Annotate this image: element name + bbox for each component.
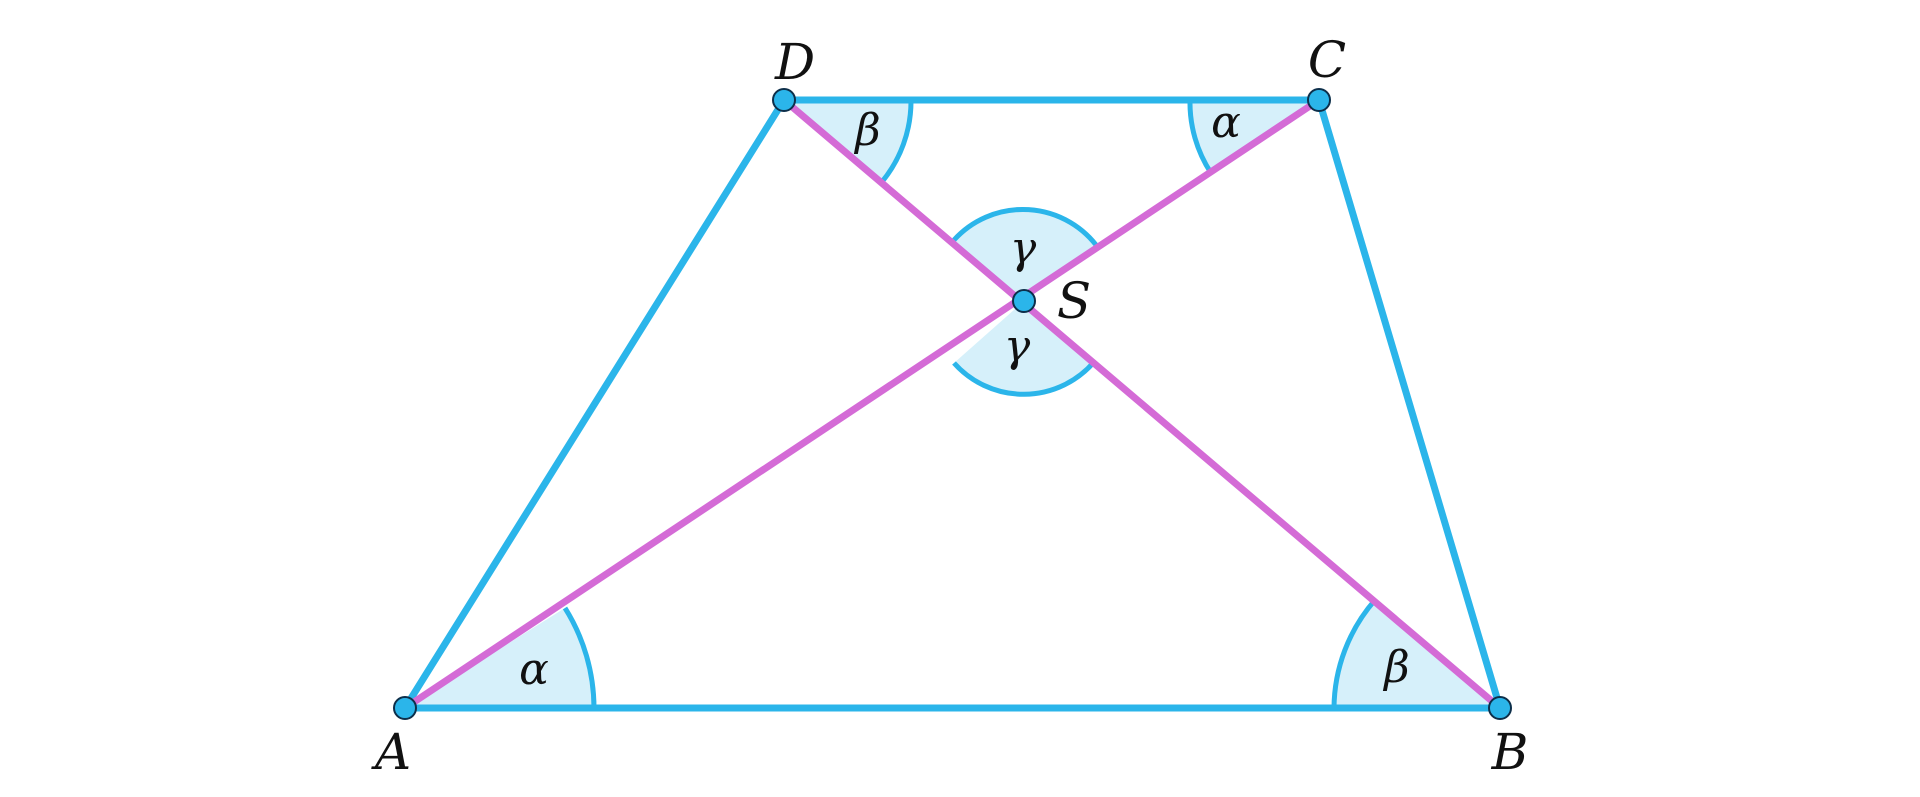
- angle-arc-b: [1331, 598, 1377, 709]
- vertex-points: [393, 88, 1512, 720]
- vertex-label-a: A: [371, 723, 411, 781]
- diagonals: [401, 96, 1504, 712]
- angle-sector-b: [1334, 600, 1500, 708]
- point-b: [1488, 696, 1512, 720]
- trapezoid-sides: [401, 96, 1504, 712]
- angle-sector-a: [405, 608, 594, 708]
- angle-arc-d: [879, 99, 914, 185]
- angle-arcs: [562, 99, 1377, 709]
- vertex-label-c: C: [1308, 31, 1346, 89]
- angle-arc-s-bottom: [952, 360, 1096, 397]
- point-c: [1307, 88, 1331, 112]
- point-d: [772, 88, 796, 112]
- angle-label-d: β: [853, 105, 880, 156]
- angle-label-a: α: [519, 644, 549, 695]
- angle-label-c: α: [1211, 97, 1241, 148]
- vertex-label-b: B: [1491, 723, 1529, 781]
- angle-arc-s-top: [952, 206, 1102, 251]
- diagonal-bd: [780, 96, 1504, 712]
- angle-label-s-top: γ: [1010, 223, 1037, 274]
- point-s: [1012, 289, 1036, 313]
- vertex-label-d: D: [774, 33, 815, 91]
- angle-arc-a: [562, 606, 597, 709]
- angle-sector-d: [784, 100, 912, 183]
- angle-label-s-bottom: γ: [1004, 321, 1031, 372]
- side-bc: [1315, 96, 1504, 712]
- angle-label-b: β: [1382, 642, 1409, 693]
- vertex-label-s: S: [1057, 272, 1091, 330]
- angle-arc-c: [1187, 99, 1214, 175]
- point-a: [393, 696, 417, 720]
- angle-sector-s-bottom: [954, 301, 1094, 395]
- side-da: [401, 96, 788, 712]
- diagonal-ac: [401, 96, 1323, 712]
- angle-sector-s-top: [954, 209, 1099, 301]
